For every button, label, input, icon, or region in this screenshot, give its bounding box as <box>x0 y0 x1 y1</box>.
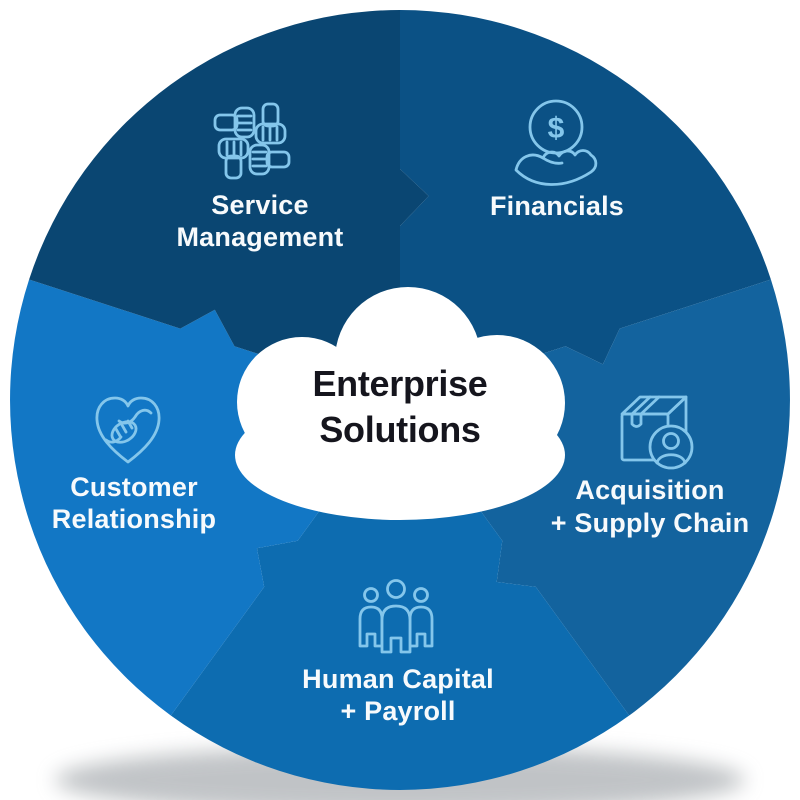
package-person-icon <box>620 395 694 470</box>
center-title-line2: Solutions <box>319 409 480 450</box>
label-human-capital-line1: Human Capital <box>302 664 494 694</box>
segment-wedge-service <box>29 10 429 382</box>
center-title-line1: Enterprise <box>312 363 487 404</box>
label-acquisition-line1: Acquisition <box>575 475 724 505</box>
label-customer-line1: Customer <box>70 472 198 502</box>
label-human-capital-line2: + Payroll <box>340 696 455 726</box>
label-service-line2: Management <box>176 222 343 252</box>
hands-teamwork-icon <box>213 102 291 180</box>
segment-financials <box>400 10 771 382</box>
segment-service-management <box>29 10 429 382</box>
cloud-shape <box>235 390 565 520</box>
label-customer-line2: Relationship <box>52 504 216 534</box>
label-financials: Financials <box>490 191 624 221</box>
center-cloud: Enterprise Solutions <box>235 287 565 520</box>
heart-handshake-icon <box>95 396 161 464</box>
segment-wedge-financials <box>400 10 771 382</box>
people-group-icon <box>358 579 434 654</box>
label-service-line1: Service <box>211 190 308 220</box>
label-acquisition-line2: + Supply Chain <box>551 508 750 538</box>
dollar-symbol: $ <box>548 112 565 145</box>
hand-coin-icon: $ <box>514 99 598 186</box>
